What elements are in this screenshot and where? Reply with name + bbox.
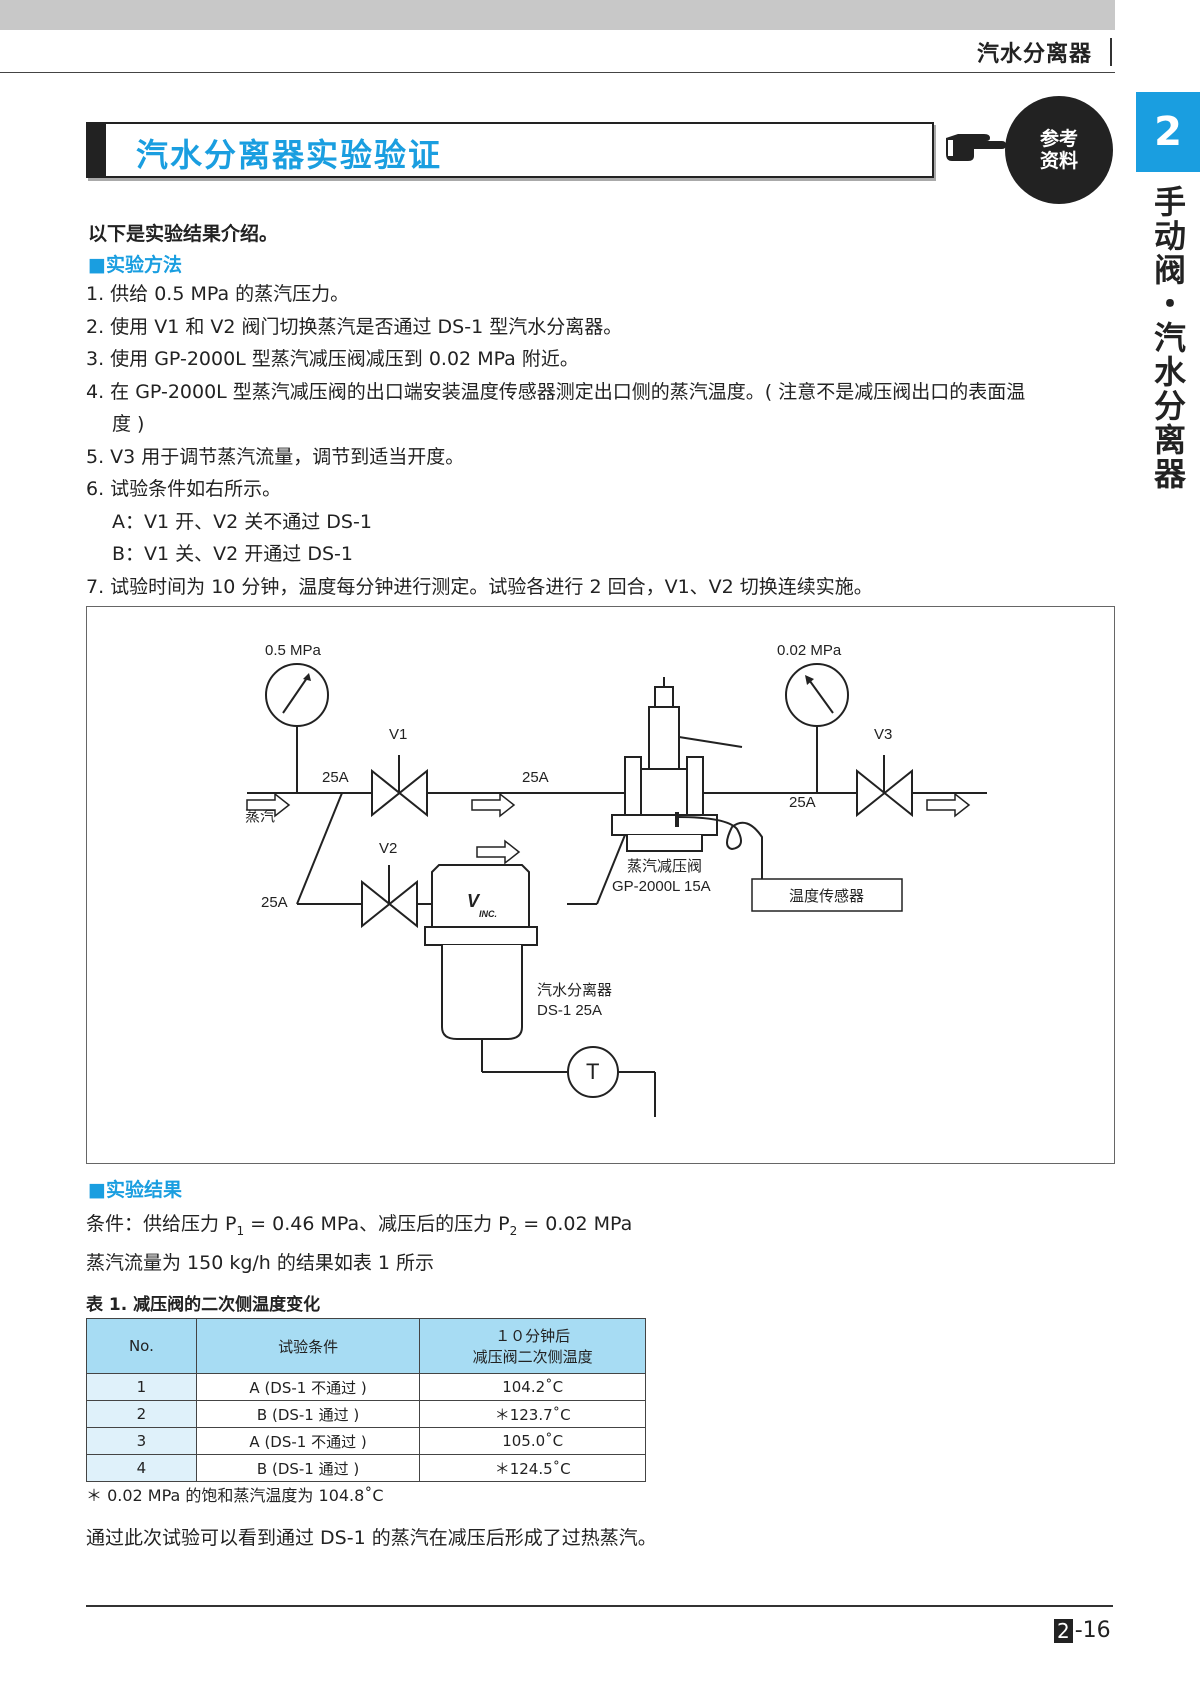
bypass-pipe-left	[296, 792, 343, 905]
method-item: 2. 使用 V1 和 V2 阀门切换蒸汽是否通过 DS-1 型汽水分离器。	[86, 315, 623, 338]
test-setup-diagram: 0.5 MPa 0.02 MPa V1 25A 25A V2 25A V3 25…	[86, 606, 1115, 1164]
condition-a: A：V1 开、V2 关不通过 DS-1	[112, 510, 372, 533]
header-title: 汽水分离器	[976, 42, 1092, 67]
inlet-pressure-label: 0.5 MPa	[265, 642, 322, 659]
method-item: 1. 供给 0.5 MPa 的蒸汽压力。	[86, 283, 350, 305]
table-row: 4 B (DS-1 通过 ) ＊124.5˚C	[86, 1454, 646, 1482]
table-header-row: No. 试验条件 １０分钟后减压阀二次侧温度	[86, 1318, 646, 1374]
condition-b: B：V1 关、V2 开通过 DS-1	[112, 543, 353, 565]
temperature-symbol: T	[586, 1059, 599, 1084]
table-cell: 104.2˚C	[419, 1373, 646, 1401]
valve-v1-label: V1	[389, 726, 407, 743]
chapter-side-label: 手动阀・汽水分离器	[1149, 185, 1187, 491]
method-item: 7. 试验时间为 10 分钟，温度每分钟进行测定。试验各进行 2 回合，V1、V…	[86, 575, 873, 598]
reference-badge: 参考 资料	[1005, 96, 1113, 204]
method-heading: ■实验方法	[88, 254, 182, 276]
pipe-size-label: 25A	[789, 794, 816, 811]
pipe-size-label: 25A	[522, 769, 549, 786]
separator-logo: INC.	[479, 909, 497, 919]
conditions-line-1: 条件：供给压力 P1 = 0.46 MPa、减压后的压力 P2 = 0.02 M…	[86, 1213, 633, 1238]
method-list: 1. 供给 0.5 MPa 的蒸汽压力。 2. 使用 V1 和 V2 阀门切换蒸…	[86, 278, 1106, 603]
results-heading: ■实验结果	[88, 1179, 182, 1201]
page-title: 汽水分离器实验验证	[136, 136, 443, 174]
conclusion-text: 通过此次试验可以看到通过 DS-1 的蒸汽在减压后形成了过热蒸汽。	[86, 1527, 657, 1549]
flow-arrow-icon	[476, 839, 521, 865]
table-cell: 4	[86, 1454, 197, 1482]
separator-name: 汽水分离器	[537, 982, 612, 999]
inlet-pressure-gauge	[265, 663, 329, 727]
separator-logo: V	[467, 891, 481, 911]
table-footnote: ＊ 0.02 MPa 的饱和蒸汽温度为 104.8˚C	[86, 1486, 384, 1505]
chapter-tab: 2	[1136, 92, 1200, 172]
column-header: １０分钟后减压阀二次侧温度	[419, 1318, 646, 1374]
page-number: 2 -16	[1054, 1618, 1111, 1643]
column-header: No.	[86, 1318, 197, 1374]
page-index: -16	[1074, 1618, 1111, 1643]
section-title-box: 汽水分离器实验验证	[86, 122, 934, 178]
header-separator	[1110, 38, 1112, 66]
table-cell: ＊124.5˚C	[419, 1454, 646, 1482]
title-accent-bar	[88, 124, 106, 176]
reference-badge-line2: 资料	[1039, 150, 1078, 172]
table-cell: ＊123.7˚C	[419, 1400, 646, 1428]
method-item-continued: 度 )	[112, 413, 145, 435]
method-item: 6. 试验条件如右所示。	[86, 478, 282, 500]
table-cell: A (DS-1 不通过 )	[195, 1373, 421, 1401]
conditions-line-2: 蒸汽流量为 150 kg/h 的结果如表 1 所示	[86, 1251, 435, 1274]
separator-model: DS-1 25A	[537, 1002, 602, 1019]
table-cell: A (DS-1 不通过 )	[195, 1427, 421, 1455]
header-divider	[0, 72, 1115, 73]
table-cell: B (DS-1 通过 )	[195, 1400, 421, 1428]
outlet-pressure-label: 0.02 MPa	[777, 642, 842, 659]
temperature-sensor-box	[751, 878, 903, 912]
table-row: 2 B (DS-1 通过 ) ＊123.7˚C	[86, 1400, 646, 1428]
pointing-hand-icon	[946, 134, 1006, 161]
steam-separator-ds1	[424, 864, 567, 1073]
table-row: 1 A (DS-1 不通过 ) 104.2˚C	[86, 1373, 646, 1401]
valve-v2-label: V2	[379, 840, 397, 857]
footer-divider	[86, 1605, 1113, 1607]
method-item: 4. 在 GP-2000L 型蒸汽减压阀的出口端安装温度传感器测定出口侧的蒸汽温…	[86, 380, 1026, 403]
table-cell: B (DS-1 通过 )	[195, 1454, 421, 1482]
temperature-sensor-label: 温度传感器	[789, 888, 864, 905]
pipe-size-label: 25A	[322, 769, 349, 786]
valve-v3-label: V3	[874, 726, 892, 743]
table-cell: 3	[86, 1427, 197, 1455]
prv-name: 蒸汽减压阀	[627, 858, 702, 875]
top-gray-bar	[0, 0, 1115, 30]
method-item: 5. V3 用于调节蒸汽流量，调节到适当开度。	[86, 445, 465, 468]
table-caption: 表 1. 减压阀的二次侧温度变化	[86, 1295, 321, 1315]
pressure-reducing-valve	[611, 677, 743, 852]
prv-model: GP-2000L 15A	[612, 878, 711, 895]
steam-label: 蒸汽	[245, 808, 275, 825]
reference-badge-line1: 参考	[1039, 128, 1078, 150]
page-chapter: 2	[1054, 1618, 1073, 1643]
method-item: 3. 使用 GP-2000L 型蒸汽减压阀减压到 0.02 MPa 附近。	[86, 348, 579, 370]
table-row: 3 A (DS-1 不通过 ) 105.0˚C	[86, 1427, 646, 1455]
pipe-size-label: 25A	[261, 894, 288, 911]
flow-arrow-icon	[926, 792, 971, 818]
results-conditions: 条件：供给压力 P1 = 0.46 MPa、减压后的压力 P2 = 0.02 M…	[86, 1208, 632, 1279]
intro-text: 以下是实验结果介绍。	[88, 223, 279, 245]
outlet-pressure-gauge	[785, 663, 849, 727]
sensor-cable	[676, 816, 763, 890]
results-table: No. 试验条件 １０分钟后减压阀二次侧温度 1 A (DS-1 不通过 ) 1…	[86, 1318, 646, 1482]
table-cell: 105.0˚C	[419, 1427, 646, 1455]
table-cell: 1	[86, 1373, 197, 1401]
flow-arrow-icon	[246, 792, 291, 818]
flow-arrow-icon	[471, 792, 516, 818]
table-cell: 2	[86, 1400, 197, 1428]
column-header: 试验条件	[195, 1318, 421, 1374]
